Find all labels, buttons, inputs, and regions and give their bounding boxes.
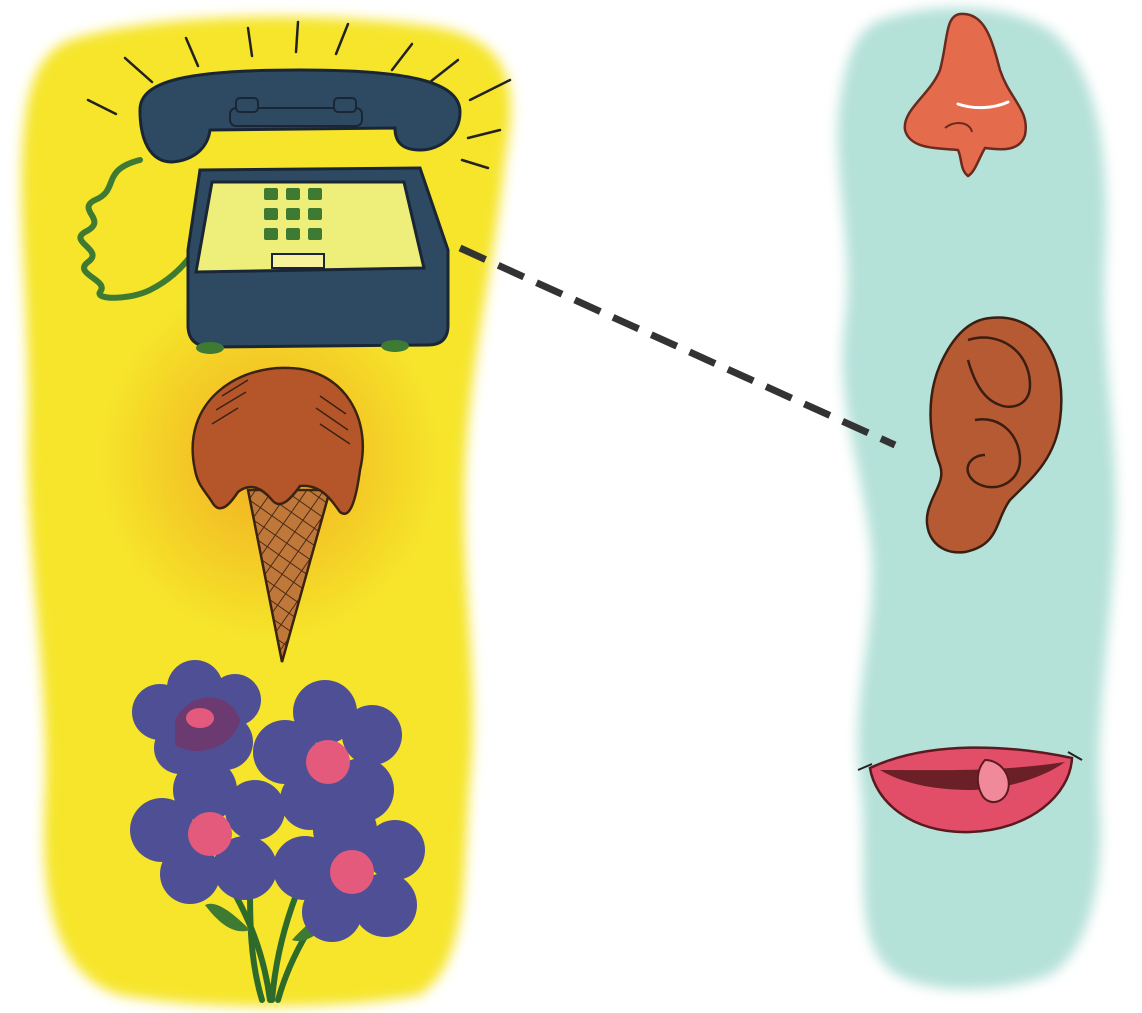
keypad (264, 188, 322, 240)
match-line[interactable] (460, 248, 895, 445)
